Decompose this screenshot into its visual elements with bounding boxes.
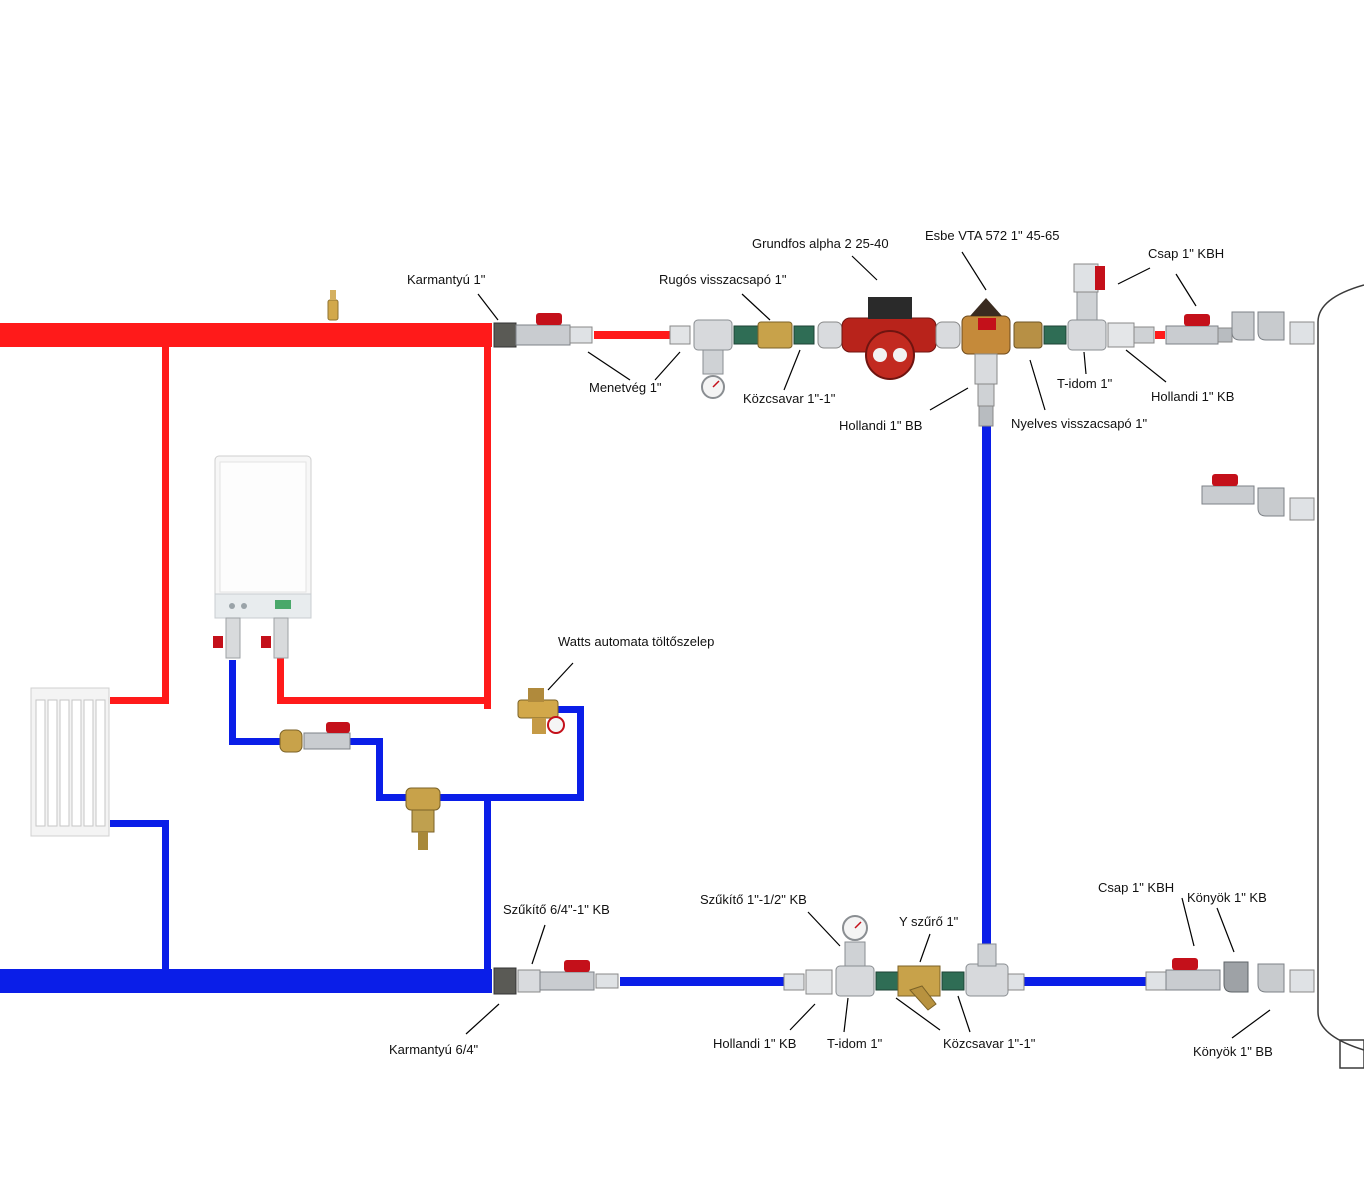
return-boiler-drop bbox=[484, 797, 491, 971]
label-csap-kbh-top: Csap 1" KBH bbox=[1148, 246, 1224, 261]
return-filter-drop bbox=[376, 738, 383, 801]
supply-boiler-drop bbox=[484, 347, 491, 709]
bottom-fittings bbox=[493, 915, 1315, 1011]
return-pipes bbox=[0, 425, 1146, 993]
return-radiator-branch bbox=[110, 820, 169, 827]
label-grundfos-pump: Grundfos alpha 2 25-40 bbox=[752, 236, 889, 251]
return-boiler-line bbox=[229, 738, 281, 745]
label-karmantyu-1: Karmantyú 1" bbox=[407, 272, 486, 287]
labels: Karmantyú 1" Rugós visszacsapó 1" Grundf… bbox=[389, 228, 1273, 1059]
label-konyok-bb: Könyök 1" BB bbox=[1193, 1044, 1273, 1059]
return-main-pipe bbox=[0, 969, 492, 993]
return-boiler-stub bbox=[229, 660, 236, 745]
return-radiator-riser bbox=[162, 820, 169, 971]
supply-pipe-short bbox=[1155, 331, 1165, 339]
air-vent bbox=[327, 290, 339, 321]
label-menetveg: Menetvég 1" bbox=[589, 380, 662, 395]
supply-radiator-branch bbox=[110, 697, 169, 704]
return-fill-valve-riser bbox=[577, 706, 584, 801]
watts-fill-valve bbox=[517, 688, 565, 734]
supply-pipes bbox=[0, 323, 1165, 709]
label-szukito-12: Szűkítő 1"-1/2" KB bbox=[700, 892, 807, 907]
label-hollandi-kb-top: Hollandi 1" KB bbox=[1151, 389, 1234, 404]
label-karmantyu-64: Karmantyú 6/4" bbox=[389, 1042, 479, 1057]
middle-port-fittings bbox=[1201, 474, 1315, 521]
label-konyok-kb: Könyök 1" KB bbox=[1187, 890, 1267, 905]
return-filter-line bbox=[376, 794, 584, 801]
return-pipe-segment-a bbox=[620, 977, 784, 986]
label-rugos-visszacsapo: Rugós visszacsapó 1" bbox=[659, 272, 787, 287]
return-line-to-filter bbox=[350, 738, 383, 745]
label-nyelves-visszacsapo: Nyelves visszacsapó 1" bbox=[1011, 416, 1147, 431]
label-csap-kbh-bottom: Csap 1" KBH bbox=[1098, 880, 1174, 895]
supply-boiler-stub bbox=[277, 655, 284, 704]
return-fill-valve-branch bbox=[555, 706, 584, 713]
bypass-riser-pipe bbox=[982, 425, 991, 945]
supply-main-pipe bbox=[0, 323, 492, 347]
supply-boiler-return-line bbox=[277, 697, 491, 704]
label-hollandi-kb-bottom: Hollandi 1" KB bbox=[713, 1036, 796, 1051]
leader-lines bbox=[465, 251, 1271, 1039]
label-y-szuro: Y szűrő 1" bbox=[899, 914, 959, 929]
label-kozcsavar-top: Közcsavar 1"-1" bbox=[743, 391, 836, 406]
buffer-tank bbox=[1317, 284, 1364, 1069]
gas-boiler bbox=[213, 455, 312, 659]
label-esbe-valve: Esbe VTA 572 1" 45-65 bbox=[925, 228, 1059, 243]
return-pipe-segment-b bbox=[1024, 977, 1146, 986]
label-szukito-64: Szűkítő 6/4"-1" KB bbox=[503, 902, 610, 917]
label-t-idom-top: T-idom 1" bbox=[1057, 376, 1113, 391]
label-t-idom-bottom: T-idom 1" bbox=[827, 1036, 883, 1051]
label-watts-fill-valve: Watts automata töltőszelep bbox=[558, 634, 714, 649]
supply-radiator-riser bbox=[162, 347, 169, 704]
label-kozcsavar-bottom: Közcsavar 1"-1" bbox=[943, 1036, 1036, 1051]
label-hollandi-bb: Hollandi 1" BB bbox=[839, 418, 922, 433]
return-left-fittings bbox=[279, 722, 441, 850]
radiator bbox=[30, 687, 110, 837]
supply-pipe-segment bbox=[594, 331, 670, 339]
top-fittings bbox=[493, 263, 1315, 427]
